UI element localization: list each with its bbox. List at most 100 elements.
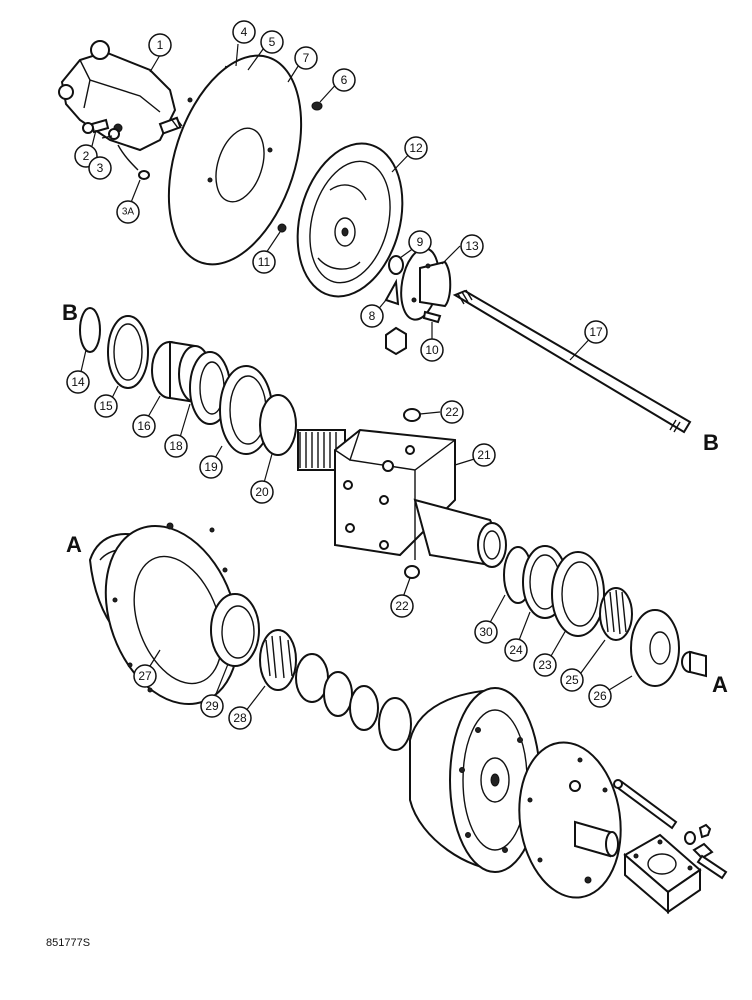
svg-text:12: 12 xyxy=(409,141,423,155)
callout-21: 21 xyxy=(472,443,496,467)
cap-screw-right xyxy=(692,842,728,880)
lock-nut xyxy=(349,685,379,731)
snap-ring-14 xyxy=(79,307,101,353)
bearing-cone-25 xyxy=(599,587,633,641)
nut-6 xyxy=(311,101,323,111)
svg-text:28: 28 xyxy=(233,711,247,725)
marker-b-right: B xyxy=(703,430,719,455)
callout-3a: 3A xyxy=(116,200,140,224)
svg-text:19: 19 xyxy=(204,460,218,474)
callout-10: 10 xyxy=(420,338,444,362)
long-bolt xyxy=(616,780,678,830)
svg-text:26: 26 xyxy=(593,689,607,703)
marker-a-left: A xyxy=(66,532,82,557)
svg-text:25: 25 xyxy=(565,673,579,687)
callout-30: 30 xyxy=(474,620,498,644)
hub xyxy=(400,247,452,321)
callout-29: 29 xyxy=(200,694,224,718)
svg-text:4: 4 xyxy=(241,25,248,39)
svg-text:15: 15 xyxy=(99,399,113,413)
flange-plate xyxy=(623,833,702,915)
callout-27: 27 xyxy=(133,664,157,688)
callout-6: 6 xyxy=(332,68,356,92)
callout-18: 18 xyxy=(164,434,188,458)
bearing-cup-23 xyxy=(551,551,605,637)
svg-text:23: 23 xyxy=(538,658,552,672)
svg-text:2: 2 xyxy=(83,149,90,163)
fitting-27 xyxy=(166,522,174,530)
callout-28: 28 xyxy=(228,706,252,730)
lock-washer xyxy=(323,671,353,717)
svg-text:7: 7 xyxy=(303,51,310,65)
o-ring-3a xyxy=(117,144,139,171)
svg-text:11: 11 xyxy=(258,255,271,269)
spacer-8 xyxy=(384,278,400,306)
callout-16: 16 xyxy=(132,414,156,438)
svg-text:8: 8 xyxy=(369,309,376,323)
callout-25: 25 xyxy=(560,668,584,692)
callout-17: 17 xyxy=(584,320,608,344)
castle-nut xyxy=(385,326,407,356)
ring-20 xyxy=(259,394,297,456)
callout-23: 23 xyxy=(533,653,557,677)
callout-22-top: 22 xyxy=(440,400,464,424)
callout-11: 11 xyxy=(252,250,276,274)
callout-14: 14 xyxy=(66,370,90,394)
washer-3 xyxy=(108,128,120,140)
bolt-10 xyxy=(422,310,442,324)
svg-text:18: 18 xyxy=(169,439,183,453)
planetary-drum xyxy=(409,687,541,873)
hydraulic-motor xyxy=(58,40,183,152)
bearing-cone-28 xyxy=(259,629,297,691)
callout-24: 24 xyxy=(504,638,528,662)
nut-right xyxy=(698,823,712,839)
bolt-2 xyxy=(82,118,110,134)
cover-plate xyxy=(518,741,622,899)
plug-22-bottom xyxy=(404,565,420,579)
svg-text:22: 22 xyxy=(395,599,409,613)
svg-text:1: 1 xyxy=(157,38,164,52)
callout-22-bottom: 22 xyxy=(390,594,414,618)
marker-a-right: A xyxy=(712,672,728,697)
cover-plug xyxy=(584,876,592,884)
gearbox-housing xyxy=(297,428,507,568)
svg-text:27: 27 xyxy=(138,669,152,683)
callout-4: 4 xyxy=(232,20,256,44)
callout-20: 20 xyxy=(250,480,274,504)
callout-9: 9 xyxy=(408,230,432,254)
svg-text:3A: 3A xyxy=(122,207,135,218)
callout-15: 15 xyxy=(94,394,118,418)
svg-text:9: 9 xyxy=(417,235,424,249)
mounting-plate xyxy=(167,54,303,266)
svg-text:21: 21 xyxy=(477,448,491,462)
callout-19: 19 xyxy=(199,455,223,479)
svg-text:20: 20 xyxy=(255,485,269,499)
callout-1: 1 xyxy=(148,33,172,57)
svg-text:10: 10 xyxy=(425,343,439,357)
callout-3: 3 xyxy=(88,156,112,180)
svg-text:17: 17 xyxy=(589,325,603,339)
callout-26: 26 xyxy=(588,684,612,708)
svg-text:29: 29 xyxy=(205,699,219,713)
document-number: 851777S xyxy=(46,937,90,949)
svg-text:5: 5 xyxy=(269,35,276,49)
callout-12: 12 xyxy=(404,136,428,160)
bushing-right xyxy=(681,650,707,678)
marker-b-left: B xyxy=(62,300,78,325)
svg-text:3: 3 xyxy=(97,161,104,175)
washer-9 xyxy=(388,255,404,275)
svg-text:6: 6 xyxy=(341,73,348,87)
drive-shaft xyxy=(452,289,692,434)
cap-26 xyxy=(630,609,680,687)
bearing-cup-29 xyxy=(210,593,260,667)
svg-text:24: 24 xyxy=(509,643,523,657)
seal-lower xyxy=(378,697,412,751)
nut-11 xyxy=(277,223,287,233)
washer-right xyxy=(684,831,696,845)
callout-7: 7 xyxy=(294,46,318,70)
plug-22-top xyxy=(403,408,421,422)
svg-text:22: 22 xyxy=(445,405,459,419)
o-ring-3a-seal xyxy=(138,170,150,180)
drive-plate xyxy=(296,142,404,298)
